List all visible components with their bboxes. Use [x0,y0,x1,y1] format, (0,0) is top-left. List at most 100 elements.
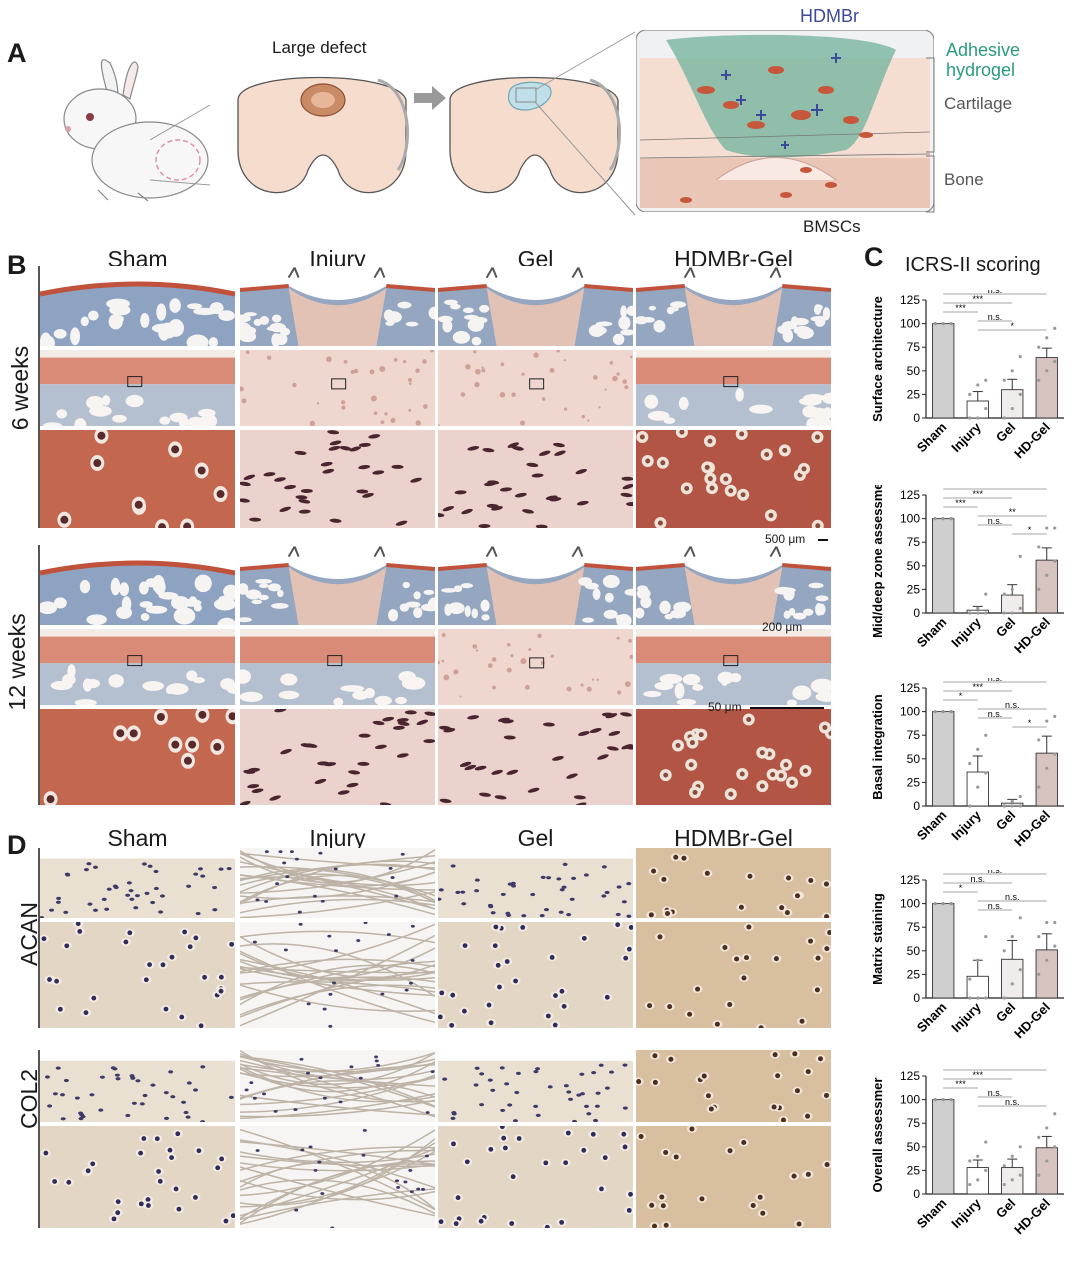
scalebar-200-label: 200 μm [762,620,803,634]
data-point [1010,935,1014,939]
data-point [1002,592,1006,596]
data-point [1045,719,1049,723]
histology-tile-r2-c4 [636,350,831,426]
data-point [941,1098,945,1102]
y-tick-label: 100 [900,705,920,719]
data-point [1037,1135,1041,1139]
histology-tile-r3-c3 [438,430,633,528]
knee-hydrogel-illustration [449,76,621,194]
data-point [941,322,945,326]
data-point [1018,1173,1022,1177]
data-point [1045,369,1049,373]
histology-tile-r4-c2 [240,545,435,625]
data-point [941,710,945,714]
significance-label: *** [955,1079,966,1089]
data-point [1018,554,1022,558]
histology-tile-r1-c2 [240,266,435,346]
significance-label: *** [972,682,983,692]
y-tick-label: 25 [907,582,921,596]
y-tick-label: 25 [907,1163,921,1177]
row-label-6-weeks: 6 weeks [7,345,33,431]
column-header-hdmbr-gel-d: HDMBr-Gel [674,825,793,851]
category-label: Gel [993,1000,1018,1025]
scalebar-500 [818,539,828,541]
data-point [976,606,980,610]
y-tick-label: 25 [907,967,921,981]
bar-hd-gel [1035,357,1058,419]
significance-label: *** [955,303,966,313]
icrs-chart-3: Basal integration0255075100125ShamInjury… [870,678,1064,849]
significance-label: * [959,883,963,893]
data-point [976,611,980,615]
bar-sham [932,1099,955,1195]
scalebar-500-label: 500 μm [765,532,806,546]
data-point [976,383,980,387]
data-point [984,935,988,939]
data-point [1037,378,1041,382]
histology-tile-r3-c1 [40,430,235,528]
row-label-12-weeks: 12 weeks [4,613,30,711]
category-label: HD-Gel [1011,1000,1053,1042]
column-header-gel-d: Gel [517,825,554,851]
significance-label: n.s. [1005,892,1020,902]
icrs-chart-5: Overall assessmer0255075100125ShamInjury… [870,1066,1064,1237]
significance-label: n.s. [988,516,1003,526]
data-point [1018,606,1022,610]
panel-letter-c: C [864,242,884,272]
divider-12w [38,545,40,805]
data-point [1002,611,1006,615]
bar-hd-gel [1035,949,1058,999]
data-point [1002,949,1006,953]
data-point [1018,794,1022,799]
y-tick-label: 0 [913,1187,920,1201]
data-point [949,322,953,326]
divider-acan [38,848,40,1028]
y-tick-label: 50 [907,752,921,766]
data-point [1045,958,1049,962]
data-point [1010,799,1014,803]
histology-tile-r1-c3 [438,266,633,346]
histology-tile-r5-c1 [40,629,235,705]
significance-label: n.s. [1005,700,1020,710]
y-tick-label: 50 [907,1140,921,1154]
bar-sham [932,711,955,807]
data-point [1002,1182,1006,1187]
significance-label: * [959,691,963,701]
data-point [984,771,988,775]
data-point [984,996,988,1000]
category-label: Injury [948,807,984,843]
data-point [968,416,972,420]
significance-label: n.s. [988,901,1003,911]
zoom-lines [534,31,636,216]
cartilage-label: Cartilage [944,94,1013,113]
bar-injury [966,771,989,807]
category-label: Injury [948,419,984,455]
data-point [968,611,972,615]
data-point [1037,785,1041,789]
y-tick-label: 100 [900,1093,920,1107]
bar-sham [932,903,955,999]
significance-label: n.s. [988,290,1003,295]
bar-hd-gel [1035,1147,1058,1195]
data-point [1045,1159,1049,1163]
data-point [1018,1145,1022,1149]
ihc-tile-r4-c1 [40,1126,235,1228]
hydrogel-zoom-illustration [636,30,934,212]
data-point [968,761,972,766]
data-point [1010,804,1014,808]
divider-6w [38,266,40,528]
data-point [1045,573,1049,577]
significance-label: n.s. [988,312,1003,322]
data-point [1037,972,1041,976]
significance-label: * [1028,525,1032,535]
data-point [1045,336,1049,340]
significance-label: *** [972,1070,983,1080]
data-point [1010,406,1014,411]
ihc-tile-r3-c4 [636,1050,831,1122]
data-point [941,517,945,521]
data-point [968,996,972,1000]
data-point [968,977,972,981]
